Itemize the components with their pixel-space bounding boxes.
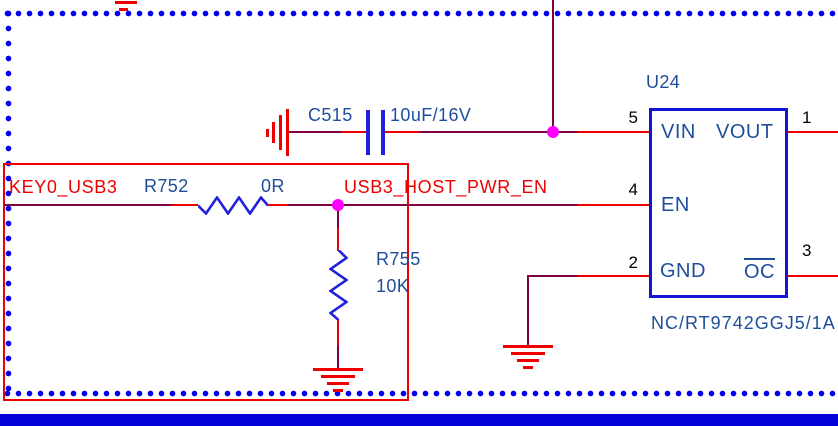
pin-name-vin: VIN [661, 121, 696, 143]
wire-r755-top[interactable] [337, 205, 339, 229]
pin-number-4: 4 [628, 180, 638, 199]
wire-key0-usb3[interactable] [4, 204, 172, 206]
r752-lead-left[interactable] [172, 204, 198, 206]
r755-lead-top[interactable] [337, 228, 339, 251]
c515-lead-right[interactable] [385, 131, 420, 133]
wire-c515-to-vin[interactable] [420, 131, 578, 133]
r752-lead-right[interactable] [268, 204, 288, 206]
wire-gnd-horizontal[interactable] [528, 275, 578, 277]
u24-pin1-lead[interactable] [788, 131, 838, 133]
value-r752[interactable]: 0R [261, 176, 285, 196]
bottom-blue-bar [0, 414, 838, 426]
refdes-r755[interactable]: R755 [376, 249, 421, 269]
junction-dot-vin [547, 126, 559, 138]
refdes-r752[interactable]: R752 [144, 176, 189, 196]
wire-r755-bottom[interactable] [337, 344, 339, 369]
part-number-u24[interactable]: NC/RT9742GGJ5/1A [651, 313, 836, 333]
net-label-usb3-host-pwr-en[interactable]: USB3_HOST_PWR_EN [344, 177, 548, 197]
value-c515[interactable]: 10uF/16V [390, 105, 472, 125]
pin-name-oc: OC [744, 258, 775, 283]
pin-name-en: EN [661, 194, 690, 216]
value-r755[interactable]: 10K [376, 276, 410, 296]
pin-name-vout: VOUT [716, 121, 774, 143]
refdes-c515[interactable]: C515 [308, 105, 353, 125]
pin-number-1: 1 [802, 108, 812, 127]
highlight-box [3, 163, 409, 401]
ic-u24-body[interactable] [649, 108, 788, 298]
wire-usb3-host-pwr-en[interactable] [288, 204, 578, 206]
refdes-u24[interactable]: U24 [646, 72, 681, 92]
pin-number-5: 5 [628, 108, 638, 127]
dotted-border-bottom [4, 390, 836, 397]
u24-pin5-lead[interactable] [578, 131, 649, 133]
wire-vin-vertical[interactable] [552, 0, 554, 132]
u24-pin2-lead[interactable] [578, 275, 649, 277]
wire-gnd-vertical[interactable] [527, 275, 529, 346]
junction-dot-en [332, 199, 344, 211]
pin-name-gnd: GND [660, 260, 706, 282]
u24-pin3-lead[interactable] [788, 275, 838, 277]
resistor-r752-symbol[interactable] [198, 196, 268, 215]
wire-c515-left[interactable] [288, 131, 341, 133]
u24-pin4-lead[interactable] [578, 204, 649, 206]
pin-number-2: 2 [628, 253, 638, 272]
pin-number-3: 3 [802, 241, 812, 260]
dotted-border-top [4, 10, 836, 17]
c515-lead-left[interactable] [341, 131, 366, 133]
resistor-r755-symbol[interactable] [329, 250, 348, 320]
net-label-key0-usb3[interactable]: KEY0_USB3 [9, 177, 118, 197]
r755-lead-bottom[interactable] [337, 319, 339, 345]
dotted-border-left [5, 10, 12, 396]
